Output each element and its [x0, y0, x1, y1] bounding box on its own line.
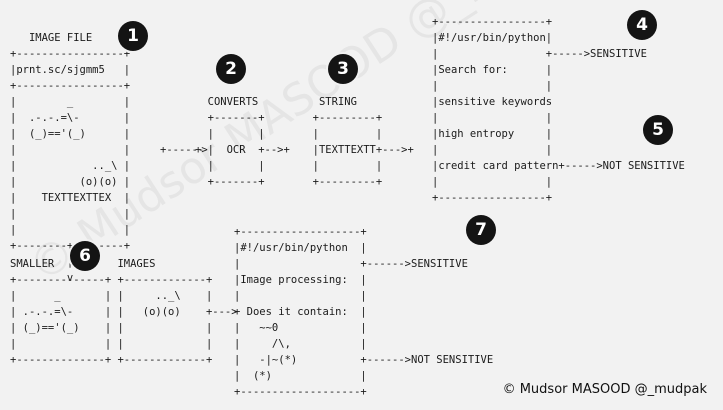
image-to-ocr-arrow: +------ [160, 144, 205, 156]
step-badge-2: 2 [216, 54, 246, 84]
step-badge-7: 7 [466, 215, 496, 245]
step-badge-6: 6 [70, 241, 100, 271]
step-badge-4: 4 [627, 10, 657, 40]
step-badge-5: 5 [643, 115, 673, 145]
step-badge-3: 3 [328, 54, 358, 84]
string-block: STRING +---------+ | | |TEXTTEXTT+--->+ … [312, 96, 414, 188]
ocr-converts-block: CONVERTS +-------+ | | +>| OCR +-->+ | |… [195, 96, 290, 188]
python-script-box-image-processing: +-------------------+ |#!/usr/bin/python… [234, 226, 494, 398]
smaller-images-block: SMALLER IMAGES +--------------+ +-------… [10, 258, 238, 366]
image-file-box: IMAGE FILE +-----------------+ |prnt.sc/… [10, 32, 131, 284]
copyright-credit: © Mudsor MASOOD @_mudpak [502, 382, 707, 397]
step-badge-1: 1 [118, 21, 148, 51]
python-script-box-search: +-----------------+ |#!/usr/bin/python| … [432, 16, 685, 204]
